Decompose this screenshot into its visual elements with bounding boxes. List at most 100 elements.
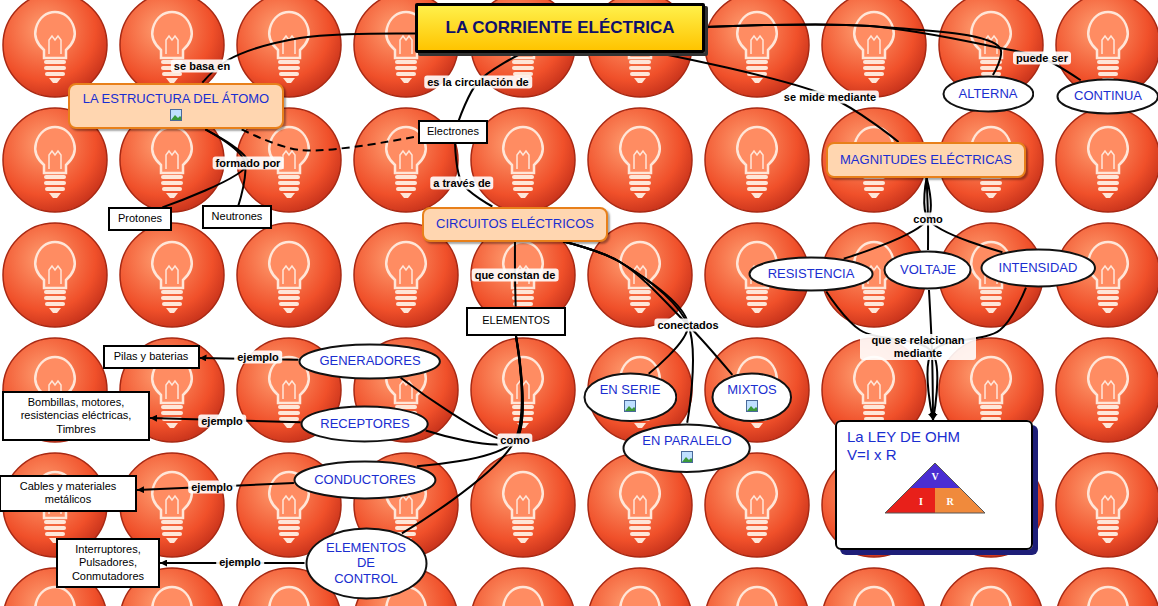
node-text: Bombillas, motores, resistencias eléctri… xyxy=(10,396,142,436)
image-icon xyxy=(746,400,758,412)
node-text: Interruptores, Pulsadores, Conmutadores xyxy=(64,543,152,583)
text-wrap: EN PARALELO xyxy=(642,433,731,463)
node-text: Electrones xyxy=(427,125,479,138)
node-text: RESISTENCIA xyxy=(768,266,855,282)
ellipse-shape xyxy=(981,250,1094,287)
concept-box: Interruptores, Pulsadores, Conmutadores xyxy=(56,538,160,588)
triangle-letter: I xyxy=(919,496,923,507)
node-text: Protones xyxy=(118,212,162,225)
node-text: LA CORRIENTE ELÉCTRICA xyxy=(446,18,675,38)
triangle-right xyxy=(935,488,985,513)
node-text: V=I x R xyxy=(847,446,960,464)
image-icon xyxy=(624,400,636,412)
concept-box: MAGNITUDES ELÉCTRICAS xyxy=(826,142,1027,178)
concept-box: Electrones xyxy=(418,120,488,143)
text-wrap: EN SERIE xyxy=(600,382,661,412)
node-text: MIXTOS xyxy=(727,382,777,398)
concept-box: Neutrones xyxy=(202,205,272,228)
ellipse-node: EN SERIE xyxy=(583,372,678,422)
ellipse-shape xyxy=(306,528,426,598)
ellipse-node: RESISTENCIA xyxy=(748,256,874,292)
icon-hill xyxy=(682,457,692,462)
text-wrap: CIRCUITOS ELÉCTRICOS xyxy=(436,216,594,232)
ellipse-shape xyxy=(713,373,792,420)
text-wrap: ALTERNA xyxy=(958,86,1017,102)
icon-frame xyxy=(746,400,757,411)
edge-label: que constan de xyxy=(472,269,559,282)
ellipse-shape xyxy=(584,373,676,420)
edge-label: ejemplo xyxy=(216,556,264,569)
text-wrap: MIXTOS xyxy=(727,382,777,412)
node-text: CIRCUITOS ELÉCTRICOS xyxy=(436,216,594,232)
ellipse-node: MIXTOS xyxy=(711,372,793,422)
icon-frame xyxy=(681,451,692,462)
edge-label: que se relacionan mediante xyxy=(860,334,976,360)
ellipse-node: INTENSIDAD xyxy=(980,248,1096,288)
edge-label: como xyxy=(497,434,532,447)
concept-box: Cables y materiales metálicos xyxy=(0,475,137,512)
node-text: VOLTAJE xyxy=(900,262,956,278)
text-wrap: Bombillas, motores, resistencias eléctri… xyxy=(10,396,142,436)
text-wrap: Cables y materiales metálicos xyxy=(7,480,129,506)
edge-label: ejemplo xyxy=(198,415,246,428)
ellipse-node: GENERADORES xyxy=(298,343,441,380)
edge-label: como xyxy=(910,213,945,226)
text-wrap: CONTINUA xyxy=(1074,88,1142,104)
ellipse-shape xyxy=(749,258,872,291)
node-text: LA ESTRUCTURA DEL ÁTOMO xyxy=(83,91,269,107)
text-wrap: Interruptores, Pulsadores, Conmutadores xyxy=(64,543,152,583)
ellipse-shape xyxy=(624,424,750,471)
text-wrap: Protones xyxy=(118,212,162,225)
connector xyxy=(705,24,1001,75)
node-text: ALTERNA xyxy=(958,86,1017,102)
node-text: EN SERIE xyxy=(600,382,661,398)
icon-frame xyxy=(171,109,182,120)
node-text: Pilas y baterias xyxy=(114,350,189,363)
ellipse-node: RECEPTORES xyxy=(300,405,429,443)
connector xyxy=(242,129,418,150)
connector xyxy=(563,242,688,374)
text-wrap: ELEMENTOS DE CONTROL xyxy=(325,540,407,587)
icon-hill xyxy=(171,115,181,120)
node-text: EN PARALELO xyxy=(642,433,731,449)
edge-label: puede ser xyxy=(1013,52,1071,65)
title-box: LA CORRIENTE ELÉCTRICA xyxy=(415,3,705,53)
concept-box: Bombillas, motores, resistencias eléctri… xyxy=(2,391,150,441)
node-text: ELEMENTOS xyxy=(482,314,550,327)
node-text: GENERADORES xyxy=(319,353,420,369)
triangle-letter: R xyxy=(946,496,953,507)
concept-box: CIRCUITOS ELÉCTRICOS xyxy=(422,207,609,242)
icon-hill xyxy=(747,406,757,411)
edge-label: ejemplo xyxy=(234,351,282,364)
connector xyxy=(705,24,1081,80)
connector xyxy=(563,242,732,375)
icon-hill xyxy=(625,406,635,411)
connector xyxy=(455,144,492,207)
edge-label: formado por xyxy=(213,157,284,170)
node-text: RECEPTORES xyxy=(320,416,409,432)
text-wrap: LA CORRIENTE ELÉCTRICA xyxy=(446,18,675,38)
node-text: CONTINUA xyxy=(1074,88,1142,104)
node-text: La LEY DE OHM xyxy=(847,428,960,446)
edge-label: es la circulación de xyxy=(424,76,532,89)
connector xyxy=(658,53,899,142)
image-icon xyxy=(681,451,693,463)
triangle-letter: V xyxy=(931,471,938,482)
ellipse-shape xyxy=(943,77,1033,112)
text-wrap: RECEPTORES xyxy=(320,416,409,432)
ellipse-shape xyxy=(300,344,440,378)
concept-box: LA ESTRUCTURA DEL ÁTOMO xyxy=(68,83,284,130)
ellipse-node: ALTERNA xyxy=(942,75,1035,113)
node-text: CONDUCTORES xyxy=(314,472,416,488)
ellipse-shape xyxy=(1058,79,1158,113)
ellipse-shape xyxy=(302,407,428,442)
ellipse-shape xyxy=(295,462,436,499)
edge-label: a través de xyxy=(430,177,493,190)
text-wrap: ELEMENTOS xyxy=(482,314,550,327)
text-wrap: Pilas y baterias xyxy=(114,350,189,363)
edge-label: se mide mediante xyxy=(781,91,879,104)
ellipse-node: VOLTAJE xyxy=(883,250,972,290)
icon-frame xyxy=(624,400,635,411)
text-wrap: VOLTAJE xyxy=(900,262,956,278)
